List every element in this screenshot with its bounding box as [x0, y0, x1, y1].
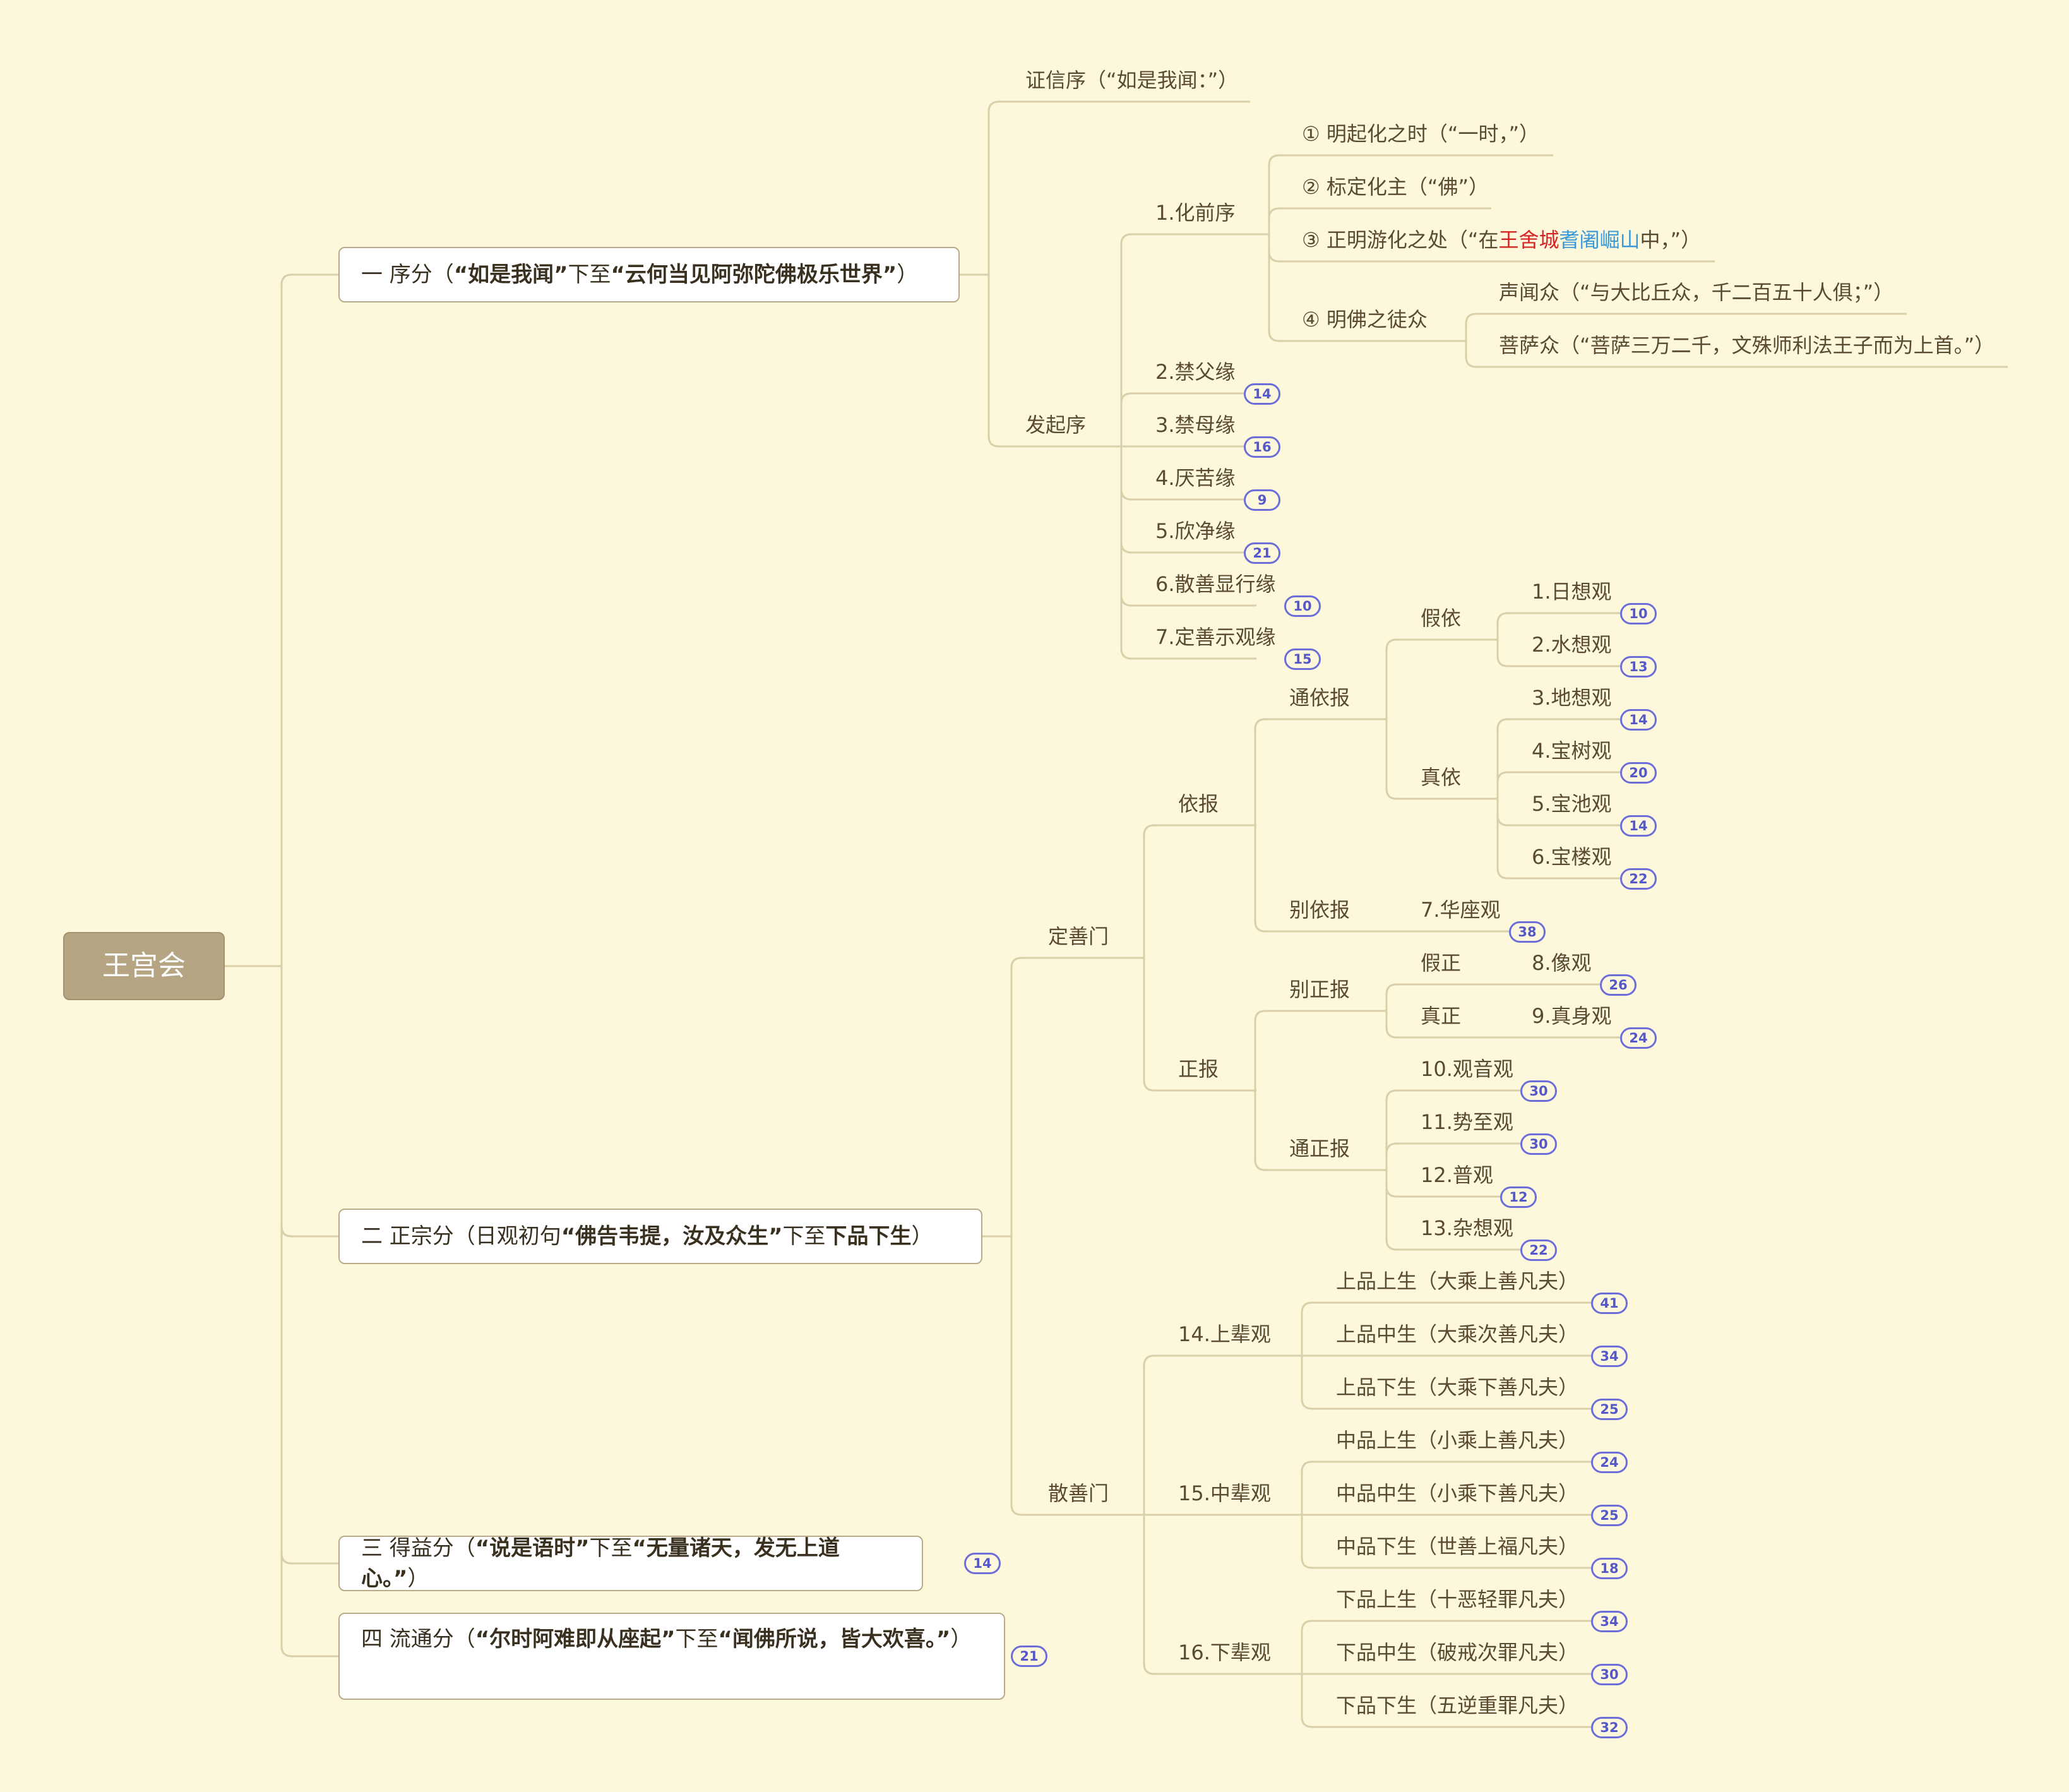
badge-o12[interactable]: 12 — [1500, 1186, 1537, 1208]
badge-o3[interactable]: 14 — [1620, 709, 1657, 731]
node-faqi[interactable]: 发起序 — [1025, 413, 1087, 437]
node-o14[interactable]: 14.上辈观 — [1178, 1322, 1271, 1346]
node-o5[interactable]: 5.宝池观 — [1532, 792, 1612, 816]
node-s8[interactable]: 下品中生（破戒次罪凡夫） — [1336, 1640, 1579, 1664]
node-f4[interactable]: 4.厌苦缘 — [1155, 466, 1236, 490]
node-o11[interactable]: 11.势至观 — [1421, 1110, 1513, 1134]
badge-o6[interactable]: 22 — [1620, 868, 1657, 890]
node-s7[interactable]: 下品上生（十恶轻罪凡夫） — [1336, 1587, 1579, 1611]
badge-s6[interactable]: 18 — [1591, 1558, 1628, 1579]
badge-o7[interactable]: 38 — [1509, 921, 1546, 943]
badge-s5[interactable]: 25 — [1591, 1505, 1628, 1526]
node-pusa[interactable]: 菩萨众（“菩萨三万二千，文殊师利法王子而为上首。”） — [1499, 333, 1995, 357]
branch-text: 一 序分（“如是我闻”下至“云何当见阿弥陀佛极乐世界”） — [361, 262, 919, 287]
node-o15[interactable]: 15.中辈观 — [1178, 1481, 1271, 1505]
node-zhenzheng[interactable]: 真正 — [1421, 1004, 1462, 1028]
node-o12[interactable]: 12.普观 — [1421, 1163, 1493, 1187]
branch-preface[interactable]: 一 序分（“如是我闻”下至“云何当见阿弥陀佛极乐世界”） — [338, 247, 960, 302]
node-s2[interactable]: 上品中生（大乘次善凡夫） — [1336, 1322, 1579, 1346]
badge-f6[interactable]: 10 — [1284, 595, 1321, 617]
node-dingshan[interactable]: 定善门 — [1048, 924, 1109, 948]
node-o7[interactable]: 7.华座观 — [1421, 898, 1501, 922]
node-shengwen[interactable]: 声闻众（“与大比丘众，千二百五十人俱；”） — [1499, 280, 1894, 304]
node-hq1[interactable]: ① 明起化之时（“一时，”） — [1302, 122, 1540, 146]
node-sanshan[interactable]: 散善门 — [1048, 1481, 1109, 1505]
badge-s9[interactable]: 32 — [1591, 1717, 1628, 1738]
node-hq4[interactable]: ④ 明佛之徒众 — [1302, 308, 1428, 332]
badge-f3[interactable]: 16 — [1244, 436, 1280, 458]
node-f3[interactable]: 3.禁母缘 — [1155, 413, 1236, 437]
badge-o8[interactable]: 26 — [1600, 974, 1637, 996]
badge-o2[interactable]: 13 — [1620, 656, 1657, 678]
badge-s4[interactable]: 24 — [1591, 1452, 1628, 1473]
node-yibao[interactable]: 依报 — [1178, 792, 1219, 816]
badge-o1[interactable]: 10 — [1620, 603, 1657, 624]
badge-s7[interactable]: 34 — [1591, 1611, 1628, 1632]
node-tongyibao[interactable]: 通依报 — [1289, 686, 1351, 710]
node-huaqian[interactable]: 1.化前序 — [1155, 201, 1236, 225]
badge-o10[interactable]: 30 — [1520, 1080, 1557, 1102]
badge-b3[interactable]: 14 — [964, 1553, 1001, 1574]
node-biezhengbao[interactable]: 别正报 — [1289, 977, 1351, 1001]
node-s6[interactable]: 中品下生（世善上福凡夫） — [1336, 1534, 1579, 1558]
node-o10[interactable]: 10.观音观 — [1421, 1057, 1513, 1081]
badge-s2[interactable]: 34 — [1591, 1346, 1628, 1367]
badge-f5[interactable]: 21 — [1244, 542, 1280, 564]
node-f7[interactable]: 7.定善示观缘 — [1155, 625, 1276, 649]
node-s1[interactable]: 上品上生（大乘上善凡夫） — [1336, 1269, 1579, 1293]
node-o3[interactable]: 3.地想观 — [1532, 686, 1612, 710]
node-hq3[interactable]: ③ 正明游化之处（“在王舍城耆阇崛山中，”） — [1302, 228, 1702, 252]
node-s5[interactable]: 中品中生（小乘下善凡夫） — [1336, 1481, 1579, 1505]
node-jiayi[interactable]: 假依 — [1421, 606, 1462, 630]
badge-b4[interactable]: 21 — [1011, 1646, 1047, 1667]
node-o8[interactable]: 8.像观 — [1532, 951, 1592, 975]
badge-f7[interactable]: 15 — [1284, 648, 1321, 670]
node-o13[interactable]: 13.杂想观 — [1421, 1216, 1513, 1240]
node-tongzhengbao[interactable]: 通正报 — [1289, 1137, 1351, 1161]
node-zhengxin[interactable]: 证信序（“如是我闻：”） — [1025, 68, 1239, 92]
node-o2[interactable]: 2.水想观 — [1532, 633, 1612, 657]
node-s4[interactable]: 中品上生（小乘上善凡夫） — [1336, 1428, 1579, 1452]
branch-main[interactable]: 二 正宗分（日观初句“佛告韦提，汝及众生”下至下品下生） — [338, 1209, 982, 1264]
branch-benefit[interactable]: 三 得益分（“说是语时”下至“无量诸天，发无上道心。”） — [338, 1536, 923, 1591]
node-f2[interactable]: 2.禁父缘 — [1155, 360, 1236, 384]
branch-connectors — [225, 100, 2008, 1728]
node-s3[interactable]: 上品下生（大乘下善凡夫） — [1336, 1375, 1579, 1399]
node-o6[interactable]: 6.宝楼观 — [1532, 845, 1612, 869]
node-jiazheng[interactable]: 假正 — [1421, 951, 1462, 975]
node-o9[interactable]: 9.真身观 — [1532, 1004, 1612, 1028]
root-node[interactable]: 王宫会 — [63, 932, 225, 1000]
branch-text: 二 正宗分（日观初句“佛告韦提，汝及众生”下至下品下生） — [361, 1224, 933, 1249]
node-f6[interactable]: 6.散善显行缘 — [1155, 572, 1276, 596]
badge-o5[interactable]: 14 — [1620, 815, 1657, 837]
branch-text: 四 流通分（“尔时阿难即从座起”下至“闻佛所说，皆大欢喜。”） — [361, 1627, 972, 1652]
node-hq2[interactable]: ② 标定化主（“佛”） — [1302, 175, 1489, 199]
node-f5[interactable]: 5.欣净缘 — [1155, 519, 1236, 543]
node-zhengbao[interactable]: 正报 — [1178, 1057, 1219, 1081]
badge-s3[interactable]: 25 — [1591, 1399, 1628, 1420]
badge-o11[interactable]: 30 — [1520, 1133, 1557, 1155]
branch-circulation[interactable]: 四 流通分（“尔时阿难即从座起”下至“闻佛所说，皆大欢喜。”） — [338, 1613, 1005, 1700]
node-o4[interactable]: 4.宝树观 — [1532, 739, 1612, 763]
node-bieyibao[interactable]: 别依报 — [1289, 898, 1351, 922]
badge-o4[interactable]: 20 — [1620, 762, 1657, 784]
badge-s8[interactable]: 30 — [1591, 1664, 1628, 1685]
branch-text: 三 得益分（“说是语时”下至“无量诸天，发无上道心。”） — [361, 1536, 840, 1591]
node-s9[interactable]: 下品下生（五逆重罪凡夫） — [1336, 1693, 1579, 1717]
badge-s1[interactable]: 41 — [1591, 1293, 1628, 1314]
badge-f4[interactable]: 9 — [1244, 489, 1280, 511]
node-o1[interactable]: 1.日想观 — [1532, 580, 1612, 604]
node-zhenyi[interactable]: 真依 — [1421, 765, 1462, 789]
badge-o13[interactable]: 22 — [1520, 1239, 1557, 1261]
badge-o9[interactable]: 24 — [1620, 1027, 1657, 1049]
badge-f2[interactable]: 14 — [1244, 383, 1280, 405]
node-o16[interactable]: 16.下辈观 — [1178, 1640, 1271, 1664]
